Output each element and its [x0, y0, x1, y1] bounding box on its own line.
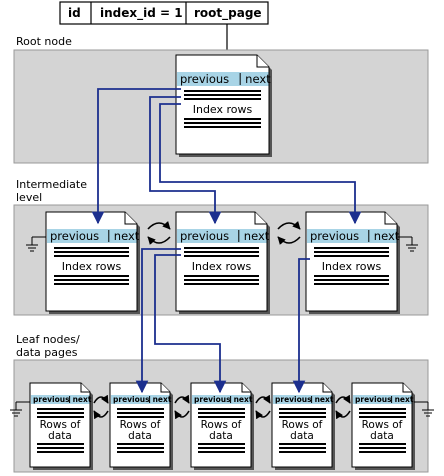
ground-symbol-leaf-right	[414, 401, 434, 417]
previous-label: previous	[113, 395, 150, 404]
intermediate-label-line2: level	[16, 191, 42, 204]
nav-strip	[353, 395, 412, 404]
root-node-label: Root node	[16, 35, 72, 48]
next-label: next	[153, 395, 172, 404]
rows-of-data-line1: Rows of	[120, 419, 161, 431]
next-label: next	[245, 72, 271, 86]
header-cell-id: id	[68, 6, 81, 20]
pointer-int2-to-leaf3	[154, 254, 227, 394]
previous-label: previous	[310, 229, 359, 243]
nav-strip	[192, 395, 251, 404]
leaf-label-line1: Leaf nodes/	[16, 333, 80, 346]
previous-label: previous	[33, 395, 70, 404]
previous-label: previous	[194, 395, 231, 404]
leaf-label-line2: data pages	[16, 346, 78, 359]
next-label: next	[114, 229, 140, 243]
pointer-arrows	[91, 88, 362, 394]
ground-symbol-leaf-left	[10, 401, 30, 417]
sibling-link-int-1-2	[147, 220, 171, 246]
index-rows-label: Index rows	[193, 103, 253, 116]
nav-strip	[111, 395, 170, 404]
ground-symbol-int-right	[398, 236, 418, 252]
rows-of-data-line1: Rows of	[282, 419, 323, 431]
next-label: next	[374, 229, 400, 243]
previous-label: previous	[180, 72, 229, 86]
nav-strip	[273, 395, 332, 404]
index-rows-label: Index rows	[192, 260, 252, 273]
rows-of-data-line2: data	[128, 430, 152, 442]
previous-label: previous	[50, 229, 99, 243]
next-label: next	[395, 395, 414, 404]
nav-strip	[47, 229, 137, 243]
pointer-root-to-int3	[159, 103, 362, 225]
sibling-link-int-2-3	[277, 220, 301, 246]
pointer-int3-to-leaf4	[292, 258, 310, 394]
sibling-link-leaf-2-3	[174, 394, 190, 420]
header-cell-index-id: index_id = 1	[100, 6, 183, 21]
previous-label: previous	[355, 395, 392, 404]
next-label: next	[315, 395, 334, 404]
index-rows-label: Index rows	[62, 260, 122, 273]
sibling-link-leaf-1-2	[93, 394, 109, 420]
header-cell-root-page: root_page	[194, 6, 262, 21]
nav-strip	[177, 229, 267, 243]
previous-label: previous	[275, 395, 312, 404]
rows-of-data-line2: data	[290, 430, 314, 442]
ground-symbol-int-left	[26, 236, 46, 252]
rows-of-data-line2: data	[370, 430, 394, 442]
next-label: next	[244, 229, 270, 243]
pointer-root-to-int1	[91, 88, 181, 225]
sibling-link-leaf-3-4	[255, 394, 271, 420]
index-rows-label: Index rows	[322, 260, 382, 273]
nav-strip	[307, 229, 397, 243]
intermediate-label-line1: Intermediate	[16, 178, 87, 191]
next-label: next	[234, 395, 253, 404]
rows-of-data-line2: data	[48, 430, 72, 442]
rows-of-data-line1: Rows of	[40, 419, 81, 431]
nav-strip	[31, 395, 90, 404]
header-table: id index_id = 1 root_page	[59, 1, 269, 50]
rows-of-data-line1: Rows of	[201, 419, 242, 431]
pointer-root-to-int2	[149, 96, 222, 225]
rows-of-data-line2: data	[209, 430, 233, 442]
pointer-int2-to-leaf2	[135, 248, 181, 394]
sibling-link-leaf-4-5	[335, 394, 351, 420]
next-label: next	[73, 395, 92, 404]
nav-strip	[177, 72, 269, 86]
previous-label: previous	[180, 229, 229, 243]
rows-of-data-line1: Rows of	[362, 419, 403, 431]
